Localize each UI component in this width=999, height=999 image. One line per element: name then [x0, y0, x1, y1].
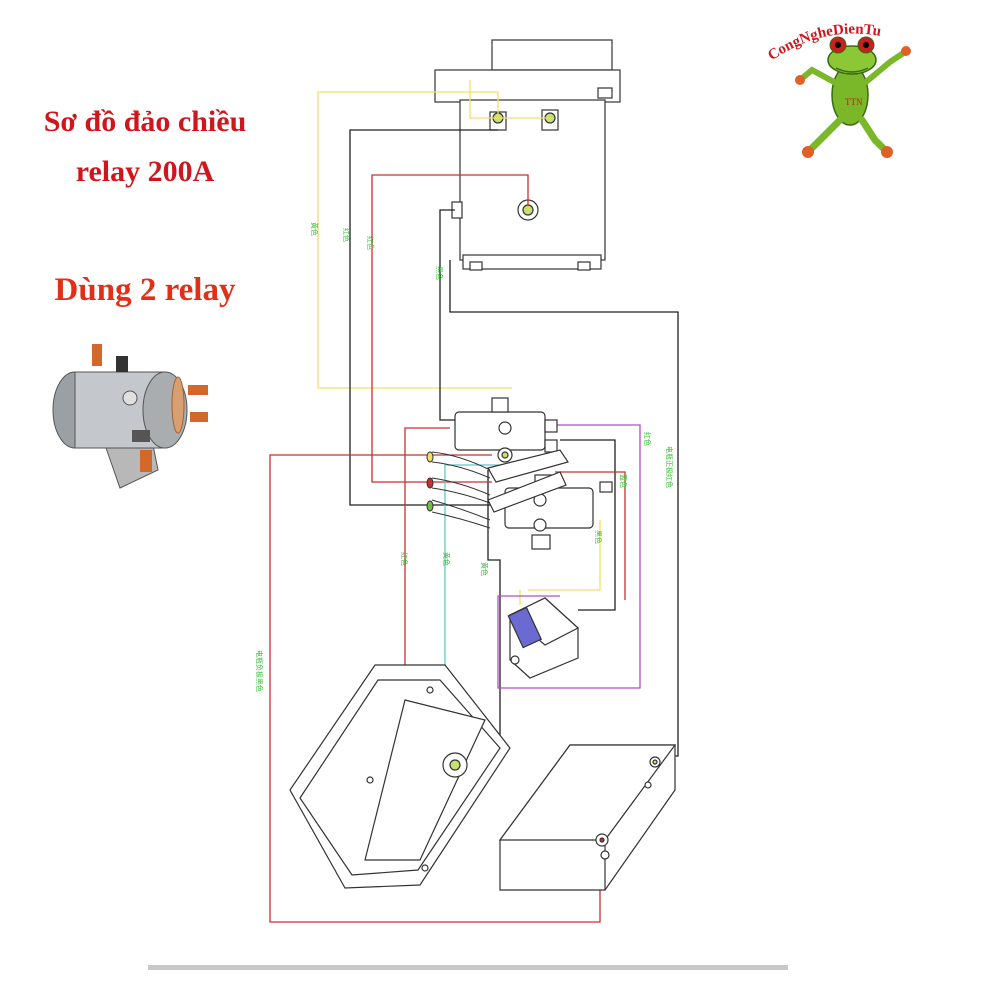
diagram-subtitle: Dùng 2 relay [54, 272, 236, 308]
cables [426, 451, 491, 529]
diagram-title-line2: relay 200A [75, 155, 215, 188]
relay-upper [454, 397, 558, 463]
motor [434, 39, 621, 271]
wire-label-6: 黄色 [442, 552, 451, 566]
battery [498, 744, 677, 891]
controller-box [289, 664, 511, 889]
wire-label-1: 红色 [342, 228, 351, 242]
wires [269, 80, 679, 923]
wire-label-10: 黑色 [594, 530, 603, 544]
relay-bus-bars [487, 449, 569, 513]
wire-label-8: 红色 [643, 432, 652, 446]
diagram-title-line1: Sơ đồ đảo chiều [43, 105, 247, 138]
frog-logo: CongNgheDienTu TTN [765, 21, 911, 158]
wire-label-4: 红色 [400, 552, 409, 566]
relay-photo [52, 344, 208, 489]
switch-box [507, 597, 580, 679]
wire-label-2: 红色 [366, 236, 375, 250]
wire-label-0: 黄色 [310, 222, 319, 236]
wire-label-11: 电瓶正极红色 [665, 446, 674, 488]
wire-label-3: 黑色 [435, 266, 444, 280]
logo-badge: TTN [845, 97, 863, 107]
footer-divider [148, 965, 788, 970]
wire-label-5: 电瓶负极黑色 [255, 650, 264, 692]
wire-label-9: 蓝色 [619, 474, 628, 488]
wire-label-7: 黄色 [480, 562, 489, 576]
wire-labels: 黄色 红色 红色 黑色 红色 电瓶负极黑色 黄色 黄色 红色 蓝色 黑色 电瓶正… [255, 222, 674, 692]
